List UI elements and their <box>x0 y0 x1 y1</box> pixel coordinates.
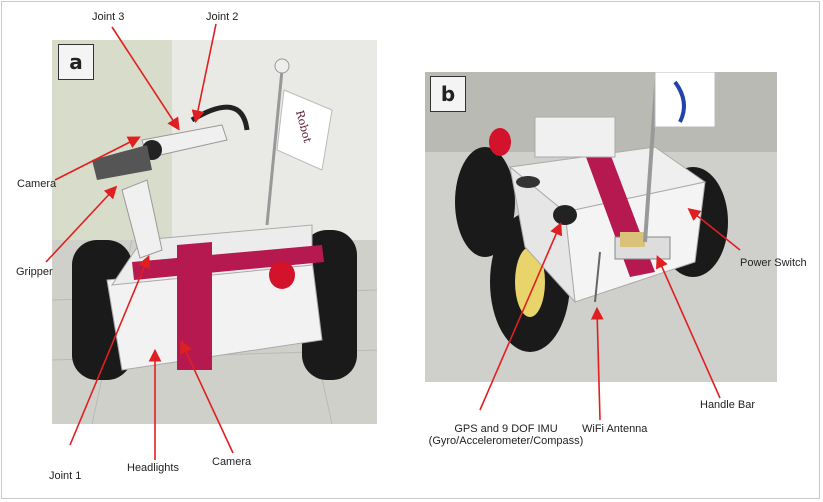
label-gps-imu: GPS and 9 DOF IMU (Gyro/Accelerometer/Co… <box>429 423 584 447</box>
arrow-gps <box>479 222 563 411</box>
panel-label-a: a <box>58 44 94 80</box>
label-power-switch: Power Switch <box>740 257 807 269</box>
arrow-camera-a <box>54 136 141 181</box>
arrow-joint2 <box>191 23 217 124</box>
label-camera-a: Camera <box>17 178 57 190</box>
label-gripper: Gripper <box>16 266 53 278</box>
label-joint2: Joint 2 <box>206 11 239 23</box>
panel-label-b: b <box>430 76 466 112</box>
label-camera-a2: Camera <box>212 456 252 468</box>
arrow-handle-bar <box>656 255 721 399</box>
robot-photo-panel-b <box>425 72 777 382</box>
label-gps-line1: GPS and 9 DOF IMU <box>454 423 558 435</box>
label-joint3: Joint 3 <box>92 11 125 23</box>
label-wifi-antenna: WiFi Antenna <box>582 423 648 435</box>
arrow-joint3 <box>111 26 180 131</box>
arrow-camera-a2 <box>180 340 234 454</box>
label-gps-line2: (Gyro/Accelerometer/Compass) <box>428 435 584 447</box>
arrow-power-switch <box>687 208 741 251</box>
label-handle-bar: Handle Bar <box>700 399 756 411</box>
arrow-gripper <box>45 185 118 263</box>
arrow-joint1 <box>69 255 151 446</box>
label-joint1: Joint 1 <box>49 470 82 482</box>
robot-illustration-b <box>425 72 777 382</box>
arrow-wifi-antenna <box>590 306 604 421</box>
label-headlights: Headlights <box>127 462 179 474</box>
